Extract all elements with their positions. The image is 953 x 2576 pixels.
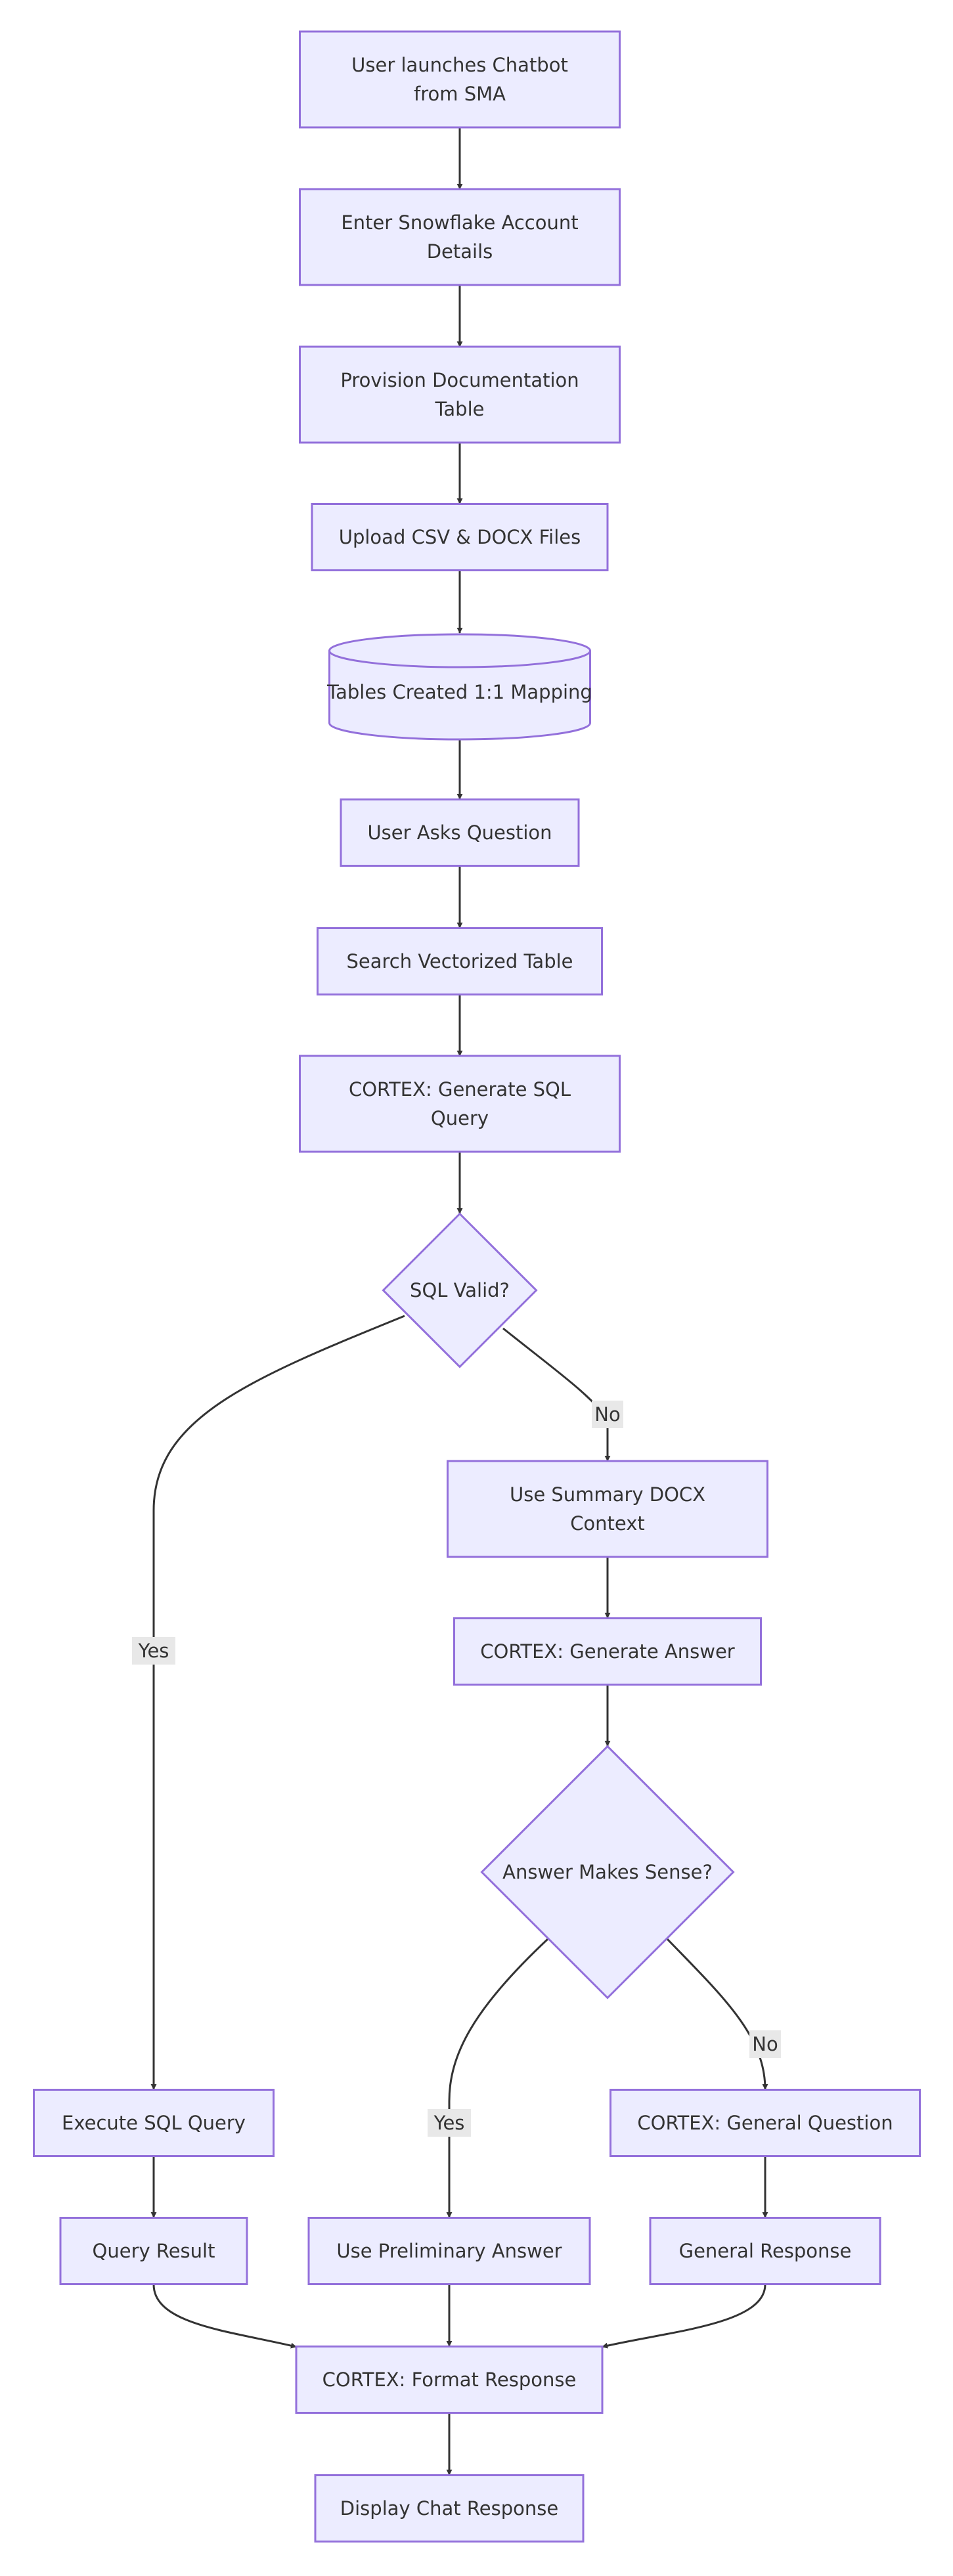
node-label: Use Summary DOCX [510,1483,705,1506]
node-label: Table [435,398,485,420]
node-box [299,188,621,286]
node-label: General Response [679,2240,852,2262]
node-label: Search Vectorized Table [347,950,573,972]
node-search: Search Vectorized Table [317,927,603,995]
database-cylinder-rim [328,650,591,668]
node-label: User Asks Question [367,821,552,844]
node-sqlvalid: SQL Valid? [382,1212,538,1368]
node-label: Answer Makes Sense? [502,1861,713,1883]
edge-label-text: No [752,2033,778,2055]
node-label: CORTEX: Generate SQL [349,1078,571,1101]
node-box [314,2474,585,2543]
node-makessense: Answer Makes Sense? [480,1745,735,1999]
node-label: Upload CSV & DOCX Files [339,526,581,548]
edge-label-background [592,1401,623,1428]
node-label: Execute SQL Query [62,2112,246,2134]
edge-generalresp-format [602,2284,766,2349]
node-generalresp: General Response [649,2217,881,2285]
node-label: from SMA [414,83,506,105]
node-box [33,2089,275,2157]
node-format: CORTEX: Format Response [295,2346,604,2414]
node-label: CORTEX: Format Response [322,2369,577,2391]
edge-label-text: Yes [433,2112,465,2134]
node-box [609,2089,921,2157]
node-box [307,2217,591,2285]
node-box [299,1055,621,1153]
node-box [447,1460,768,1558]
node-label: Query Result [93,2240,215,2262]
edge-label-text: No [594,1403,620,1426]
edge-label-sqlvalid-summary: No [592,1401,623,1428]
node-label: CORTEX: General Question [637,2112,893,2134]
decision-diamond [382,1212,538,1368]
node-summary: Use Summary DOCX Context [447,1460,768,1558]
node-result: Query Result [59,2217,248,2285]
node-box [649,2217,881,2285]
edge-sqlvalid-execute [150,1315,405,2090]
edge-makessense-generalq [666,1938,768,2090]
node-box [299,30,621,129]
edge-label-text: Yes [138,1640,169,1662]
edge-label-background [132,1637,175,1665]
node-display: Display Chat Response [314,2474,585,2543]
node-label: Tables Created 1:1 Mapping [326,681,592,703]
node-box [59,2217,248,2285]
node-upload: Upload CSV & DOCX Files [311,503,609,571]
edge-result-format [152,2284,297,2349]
node-label: Provision Documentation [340,369,579,391]
node-genanswer: CORTEX: Generate Answer [453,1617,762,1686]
node-label: SQL Valid? [410,1279,510,1301]
node-ask: User Asks Question [340,798,580,867]
node-execute: Execute SQL Query [33,2089,275,2157]
node-launch: User launches Chatbot from SMA [299,30,621,129]
node-label: Display Chat Response [340,2497,558,2520]
edge-label-sqlvalid-execute: Yes [132,1637,175,1665]
edges-layer [150,127,768,2476]
node-box [317,927,603,995]
node-box [311,503,609,571]
node-label: Enter Snowflake Account [341,211,578,234]
node-generalq: CORTEX: General Question [609,2089,921,2157]
decision-diamond [480,1745,735,1999]
node-label: CORTEX: Generate Answer [480,1640,735,1663]
node-label: Details [427,240,493,263]
edge-label-makessense-generalq: No [749,2030,781,2058]
nodes-layer: User launches Chatbot from SMA Enter Snowf… [33,30,921,2543]
node-box [340,798,580,867]
node-label: User launches Chatbot [351,54,568,76]
edge-sqlvalid-summary [502,1327,611,1462]
node-label: Context [570,1512,645,1535]
node-gensql: CORTEX: Generate SQL Query [299,1055,621,1153]
node-box [299,345,621,444]
node-box [453,1617,762,1686]
node-box [295,2346,604,2414]
edge-label-makessense-prelim: Yes [428,2109,471,2137]
node-label: Use Preliminary Answer [336,2240,562,2262]
node-prelim: Use Preliminary Answer [307,2217,591,2285]
node-label: Query [431,1107,489,1129]
edge-makessense-prelim [446,1938,549,2218]
database-cylinder [328,633,591,741]
edge-label-background [749,2030,781,2058]
node-tables: Tables Created 1:1 Mapping [326,633,592,741]
edge-label-background [428,2109,471,2137]
